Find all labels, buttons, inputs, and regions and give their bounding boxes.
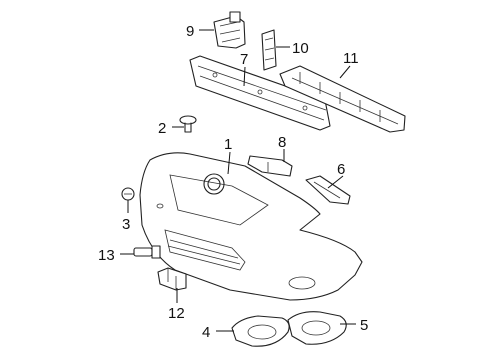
callout-3: 3: [122, 216, 130, 233]
part-11-absorber: [279, 65, 406, 133]
callout-12: 12: [168, 305, 185, 322]
part-1-bumper-cover: [139, 152, 363, 301]
part-5-fog-lamp-bezel: [287, 311, 347, 345]
callout-9: 9: [186, 23, 194, 40]
leader-line-6: [327, 175, 344, 189]
callout-6: 6: [337, 161, 345, 178]
callout-10: 10: [292, 40, 309, 57]
callout-8: 8: [278, 134, 286, 151]
leader-line-11: [339, 65, 351, 79]
part-9-bracket: [213, 11, 246, 49]
part-3-grommet: [121, 187, 135, 201]
part-7-reinforcement: [189, 55, 331, 131]
leader-line-7: [243, 66, 246, 87]
part-2-clip: [179, 115, 197, 133]
part-10-bracket: [261, 29, 277, 71]
part-13-bulb: [133, 245, 161, 259]
callout-13: 13: [98, 247, 115, 264]
leader-line-1: [227, 151, 231, 175]
part-4-fog-lamp-cover: [231, 315, 290, 347]
part-8-reflector: [247, 155, 293, 177]
callout-2: 2: [158, 120, 166, 137]
callout-1: 1: [224, 136, 232, 153]
callout-4: 4: [202, 324, 210, 341]
part-6-bracket: [305, 175, 351, 205]
callout-7: 7: [240, 51, 248, 68]
callout-5: 5: [360, 317, 368, 334]
part-12-socket: [157, 267, 187, 291]
callout-11: 11: [343, 50, 359, 67]
